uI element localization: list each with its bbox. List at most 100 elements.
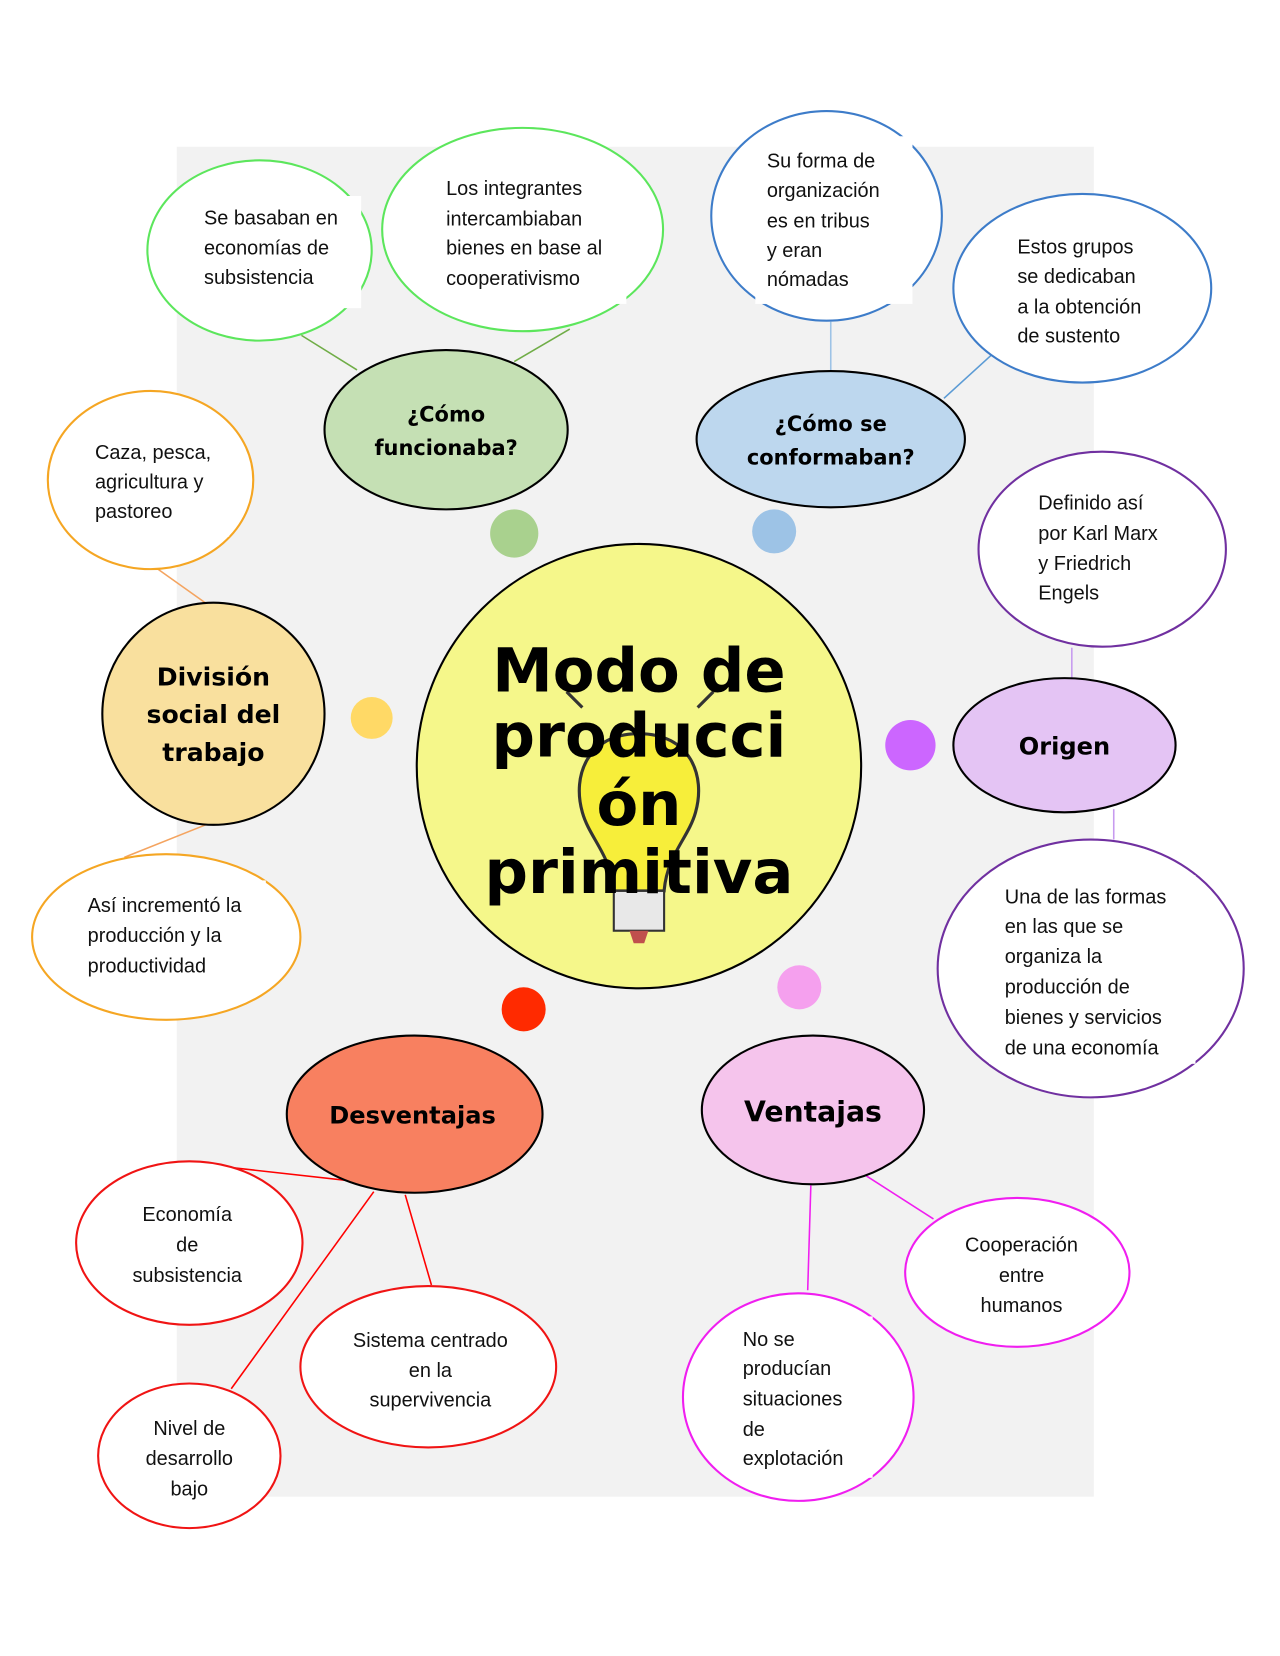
bubble-text-line: producción y la [88,925,223,947]
text-bubble: Los integrantes intercambiaban bienes en b… [381,126,665,333]
bubble-text-line: se dedicaban [1017,266,1135,288]
bubble-text-line: en las que se [1005,916,1123,938]
bubble-text-line: de sustento [1017,326,1120,348]
bubble-text-line: Definido así [1038,492,1144,514]
text-bubble: Nivel de desarrollo bajo [97,1382,282,1530]
title-line: producci [492,702,787,772]
bubble-text-line: es en tribus [767,210,870,232]
branch-label: conformaban? [747,445,915,469]
bubble-outline [977,450,1227,648]
text-bubble: No se producían situaciones de explotación [681,1292,915,1502]
branch-label: ¿Cómo se [775,412,887,436]
bubble-text-line: Economía [142,1204,233,1226]
branch-label: Desventajas [329,1102,496,1130]
bubble-text-line: productividad [88,956,206,978]
branch-label: ¿Cómo [407,402,485,426]
connectors [124,321,1115,1390]
bubble-text-line: explotación [743,1448,844,1470]
branch-origen: Origen [952,677,1177,814]
bubble-text-line: subsistencia [132,1265,242,1287]
bubble-text-line: Estos grupos [1017,237,1133,259]
text-bubble: Su forma de organización es en tribus y era… [710,110,943,322]
bubble-text-line: de [743,1419,765,1441]
bubble-textbox [755,136,913,304]
bubble-text-line: Cooperación [965,1234,1078,1256]
bubble-text-line: subsistencia [204,267,314,289]
bubble-text-line: por Karl Marx [1038,523,1158,545]
bubble-outline [97,1382,282,1530]
lightbulb-icon [565,690,715,944]
branch-label: trabajo [162,738,264,767]
bubble-textbox [194,195,362,309]
bubble-text-line: agricultura y [95,471,203,493]
branch-como-se-conformaban: ¿Cómo se conformaban? [695,369,966,509]
text-bubble: Cooperación entre humanos [904,1196,1131,1348]
bubble-text-line: intercambiaban [446,208,582,230]
bubble-text-line: a la obtención [1017,296,1141,318]
bubble-textbox [1023,482,1095,619]
bubble-text-line: cooperativismo [446,268,580,290]
bubble-textbox [949,1222,1091,1321]
bubble-text-line: producción de [1005,977,1130,999]
bubble-text-line: de [176,1234,198,1256]
branch-division-social: División social del trabajo [101,601,326,826]
bubble-text-line: bajo [170,1479,208,1501]
bubble-text-line: entre [999,1265,1044,1287]
bubble-text-line: y Friedrich [1038,553,1131,575]
bubble-text-line: bienes y servicios [1005,1007,1162,1029]
bubble-text-line: Engels [1038,583,1099,605]
text-bubble: Así incrementó la producción y la producti… [31,853,302,1021]
bubble-outline [75,1160,304,1326]
title-line: Modo de [492,637,785,707]
bubble-textbox [76,880,266,991]
bubble-text-line: Su forma de [767,151,875,173]
bubble-text-line: economías de [204,238,329,260]
branch-label: social del [147,700,281,729]
bubble-text-line: Nivel de [153,1418,225,1440]
decorative-dots [350,509,936,1032]
bubble-text-line: supervivencia [370,1390,493,1412]
bubble-textbox [728,1316,873,1478]
bubble-text-line: en la [409,1360,453,1382]
text-bubble: Definido así por Karl Marx y FriedrichEnge… [977,450,1227,648]
bubble-text-line: desarrollo [146,1448,233,1470]
bubble-text-line: Se basaban en [204,207,338,229]
bubble-text-line: situaciones [743,1389,843,1411]
branch-label: División [157,662,270,691]
bubble-textbox [84,427,230,537]
bubble-text-line: Los integrantes [446,178,582,200]
bubble-text-line: pastoreo [95,501,172,523]
text-bubble: Caza, pesca, agricultura y pastoreo [46,389,255,571]
bubble-text-line: Así incrementó la [88,895,243,917]
bubble-textbox [1004,222,1094,357]
branch-como-funcionaba: ¿Cómo funcionaba? [323,349,569,511]
branch-label: funcionaba? [374,436,517,460]
text-bubble: Sistema centrado en la supervivencia [299,1284,558,1449]
bubbles: Se basaban en economías de subsistencia Los… [31,110,1245,1530]
bubble-textbox [989,875,1196,1064]
text-bubble: Estos grupos se dedicaban a la obtención de… [952,192,1213,384]
bubble-text-line: bienes en base al [446,238,602,260]
bubble-text-line: organiza la [1005,946,1103,968]
branch-ventajas: Ventajas [700,1034,926,1186]
bubble-text-line: nómadas [767,269,849,291]
bubble-textbox [333,1316,527,1415]
title-line: primitiva [484,838,793,908]
branch-label: Ventajas [744,1095,882,1128]
central-node: Modo de producci ón primitiva [415,542,863,990]
bubble-textbox [431,164,627,304]
bubble-text-line: No se [743,1329,795,1351]
bubble-text-line: producían [743,1358,832,1380]
title-line: ón [596,770,681,840]
bubble-text-line: humanos [981,1295,1063,1317]
bubble-text-line: de una economía [1005,1037,1160,1059]
bubble-text-line: y eran [767,240,822,262]
bubble-text-line: Sistema centrado [353,1330,508,1352]
text-bubble: Se basaban en economías de subsistencia [146,159,373,342]
bubble-text-line: Caza, pesca, [95,442,211,464]
bubble-text-line: organización [767,180,880,202]
text-bubble: Economía de subsistencia [75,1160,304,1326]
branch-label: Origen [1019,733,1110,761]
